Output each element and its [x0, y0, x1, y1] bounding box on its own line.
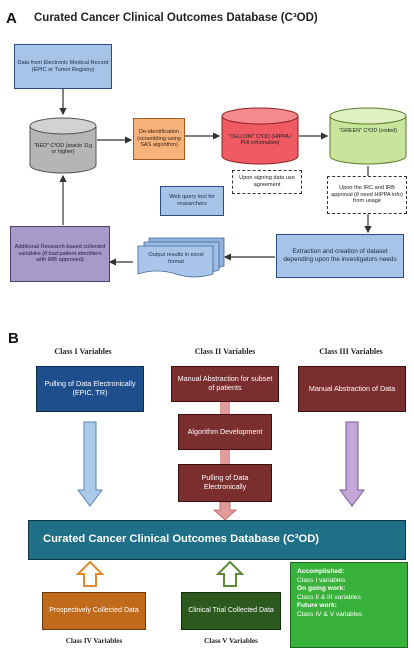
web-query-tool-box: Web query tool for researchers [160, 186, 224, 216]
class-ii-connector-1 [220, 402, 230, 414]
class-iii-label: Class III Variables [319, 347, 383, 356]
data-use-agreement-note: Upon signing data use agreement [232, 170, 302, 194]
future-label: Future work: [297, 602, 337, 610]
output-document-stack [137, 237, 225, 278]
c3od-banner: Curated Cancer Clinical Outcomes Databas… [28, 520, 406, 560]
ongoing-label: On going work: [297, 585, 346, 593]
yellow-db-label: "YELLOW" C³OD (HIPPA / PHI information) [228, 133, 292, 146]
class-ii-algorithm-box: Algorithm Development [178, 414, 272, 450]
panel-a-letter: A [6, 10, 17, 27]
additional-variables-box: Additional Research-based collected vari… [10, 226, 110, 282]
red-db-cylinder [29, 117, 97, 174]
class-iv-up-arrow [75, 560, 105, 587]
ongoing-value: Class II & III variables [297, 593, 361, 601]
class-ii-connector-2 [220, 450, 230, 464]
red-db-label: "RED" C³OD (oracle 11g or higher) [33, 142, 93, 155]
class-ii-pulling-box: Pulling of Data Electronically [178, 464, 272, 502]
irb-approval-note: Upon the IRC and IRB approval (if need H… [327, 176, 407, 214]
class-iv-prospective-box: Prospectively Collected Data [42, 592, 146, 630]
green-db-cylinder [329, 107, 407, 165]
green-db-label: "GREEN" C³OD (coded) [338, 127, 398, 134]
emr-source-box: Data from Electronic Medical Record (EPI… [14, 44, 112, 89]
class-iii-down-arrow [339, 421, 365, 507]
class-i-down-arrow [77, 421, 103, 507]
class-v-label: Class V Variables [204, 637, 258, 645]
deidentification-box: De-identification (scrambling using SAS … [133, 118, 185, 160]
class-v-up-arrow [215, 560, 245, 587]
extraction-box: Extraction and creation of dataset depen… [276, 234, 404, 278]
future-value: Class IV & V variables [297, 610, 363, 618]
accomplished-label: Accomplished: [297, 568, 345, 575]
class-v-clinical-trial-box: Clinical Trial Collected Data [181, 592, 281, 630]
panel-a-title: Curated Cancer Clinical Outcomes Databas… [34, 12, 318, 24]
class-ii-down-arrow [212, 501, 238, 521]
accomplished-value: Class I variables [297, 576, 346, 584]
yellow-db-cylinder [221, 107, 299, 165]
panel-b-letter: B [8, 330, 19, 347]
class-ii-manual-subset-box: Manual Abstraction for subset of patient… [171, 366, 279, 402]
status-legend-box: Accomplished: Class I variables On going… [290, 562, 408, 648]
class-i-label: Class I Variables [54, 347, 112, 356]
class-iv-label: Class IV Variables [65, 637, 123, 645]
class-i-pulling-box: Pulling of Data Electronically (EPIC, TR… [36, 366, 144, 412]
class-ii-label: Class II Variables [194, 347, 256, 356]
output-results-label: Output results in excel format [148, 252, 204, 265]
class-iii-manual-box: Manual Abstraction of Data [298, 366, 406, 412]
